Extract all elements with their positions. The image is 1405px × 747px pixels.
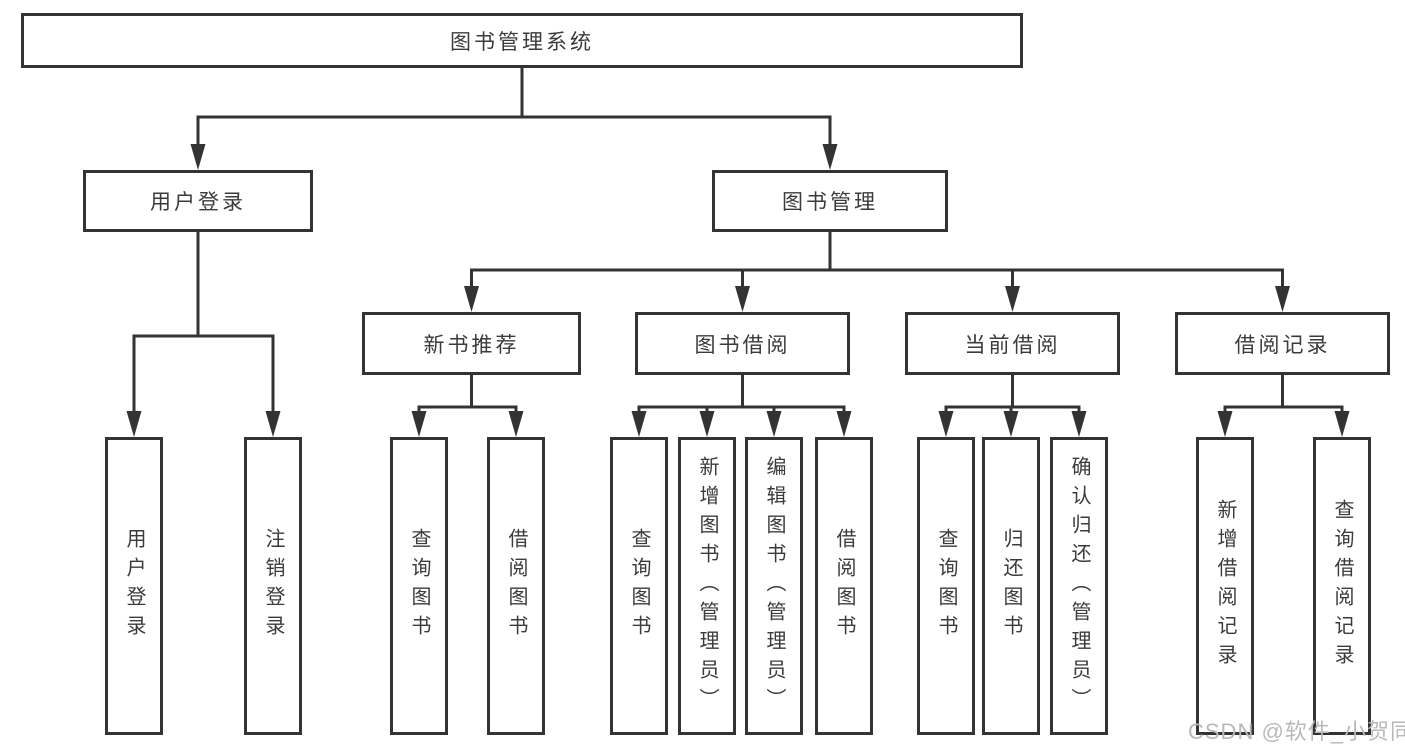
- leaf-borrow-book-recommend: 借阅图书: [487, 437, 545, 735]
- node-user-login-label: 用户登录: [150, 191, 246, 214]
- node-root: 图书管理系统: [21, 13, 1023, 68]
- leaf-return-book-label: 归还图书: [1000, 528, 1022, 644]
- leaf-query-book-recommend: 查询图书: [390, 437, 448, 735]
- csdn-watermark: CSDN @软件_小贺同学: [1188, 719, 1405, 744]
- node-new-book-recommend: 新书推荐: [362, 312, 581, 375]
- arrowheads: [126, 144, 1350, 437]
- leaf-query-book-borrow-label: 查询图书: [628, 528, 650, 644]
- node-user-login: 用户登录: [83, 170, 313, 232]
- leaf-borrow-book-label: 借阅图书: [833, 528, 855, 644]
- leaf-add-book-admin: 新增图书（管理员）: [678, 437, 736, 735]
- leaf-query-book-recommend-label: 查询图书: [408, 528, 430, 644]
- leaf-query-borrow-record-label: 查询借阅记录: [1331, 499, 1353, 673]
- node-borrow-records: 借阅记录: [1175, 312, 1390, 375]
- node-current-borrow-label: 当前借阅: [964, 333, 1061, 357]
- leaf-add-book-admin-label: 新增图书（管理员）: [696, 455, 718, 717]
- leaf-logout-label: 注销登录: [262, 528, 284, 644]
- node-book-borrow-label: 图书借阅: [694, 333, 791, 357]
- node-new-book-recommend-label: 新书推荐: [423, 333, 520, 357]
- leaf-query-book-borrow: 查询图书: [610, 437, 668, 735]
- leaf-borrow-book: 借阅图书: [815, 437, 873, 735]
- leaf-confirm-return-admin-label: 确认归还（管理员）: [1068, 455, 1090, 717]
- node-root-label: 图书管理系统: [450, 30, 594, 54]
- leaf-add-borrow-record: 新增借阅记录: [1196, 437, 1254, 735]
- leaf-query-book-current-label: 查询图书: [935, 528, 957, 644]
- leaf-logout: 注销登录: [244, 437, 302, 735]
- leaf-user-login-label: 用户登录: [123, 528, 145, 644]
- node-book-borrow: 图书借阅: [635, 312, 850, 375]
- leaf-return-book: 归还图书: [982, 437, 1040, 735]
- leaf-query-book-current: 查询图书: [917, 437, 975, 735]
- leaf-edit-book-admin: 编辑图书（管理员）: [745, 437, 803, 735]
- leaf-confirm-return-admin: 确认归还（管理员）: [1050, 437, 1108, 735]
- leaf-user-login: 用户登录: [105, 437, 163, 735]
- node-book-management-label: 图书管理: [782, 191, 878, 214]
- leaf-borrow-book-recommend-label: 借阅图书: [505, 528, 527, 644]
- node-book-management: 图书管理: [712, 170, 948, 232]
- leaf-query-borrow-record: 查询借阅记录: [1313, 437, 1371, 735]
- leaf-add-borrow-record-label: 新增借阅记录: [1214, 499, 1236, 673]
- node-borrow-records-label: 借阅记录: [1234, 333, 1331, 357]
- leaf-edit-book-admin-label: 编辑图书（管理员）: [763, 455, 785, 717]
- node-current-borrow: 当前借阅: [905, 312, 1120, 375]
